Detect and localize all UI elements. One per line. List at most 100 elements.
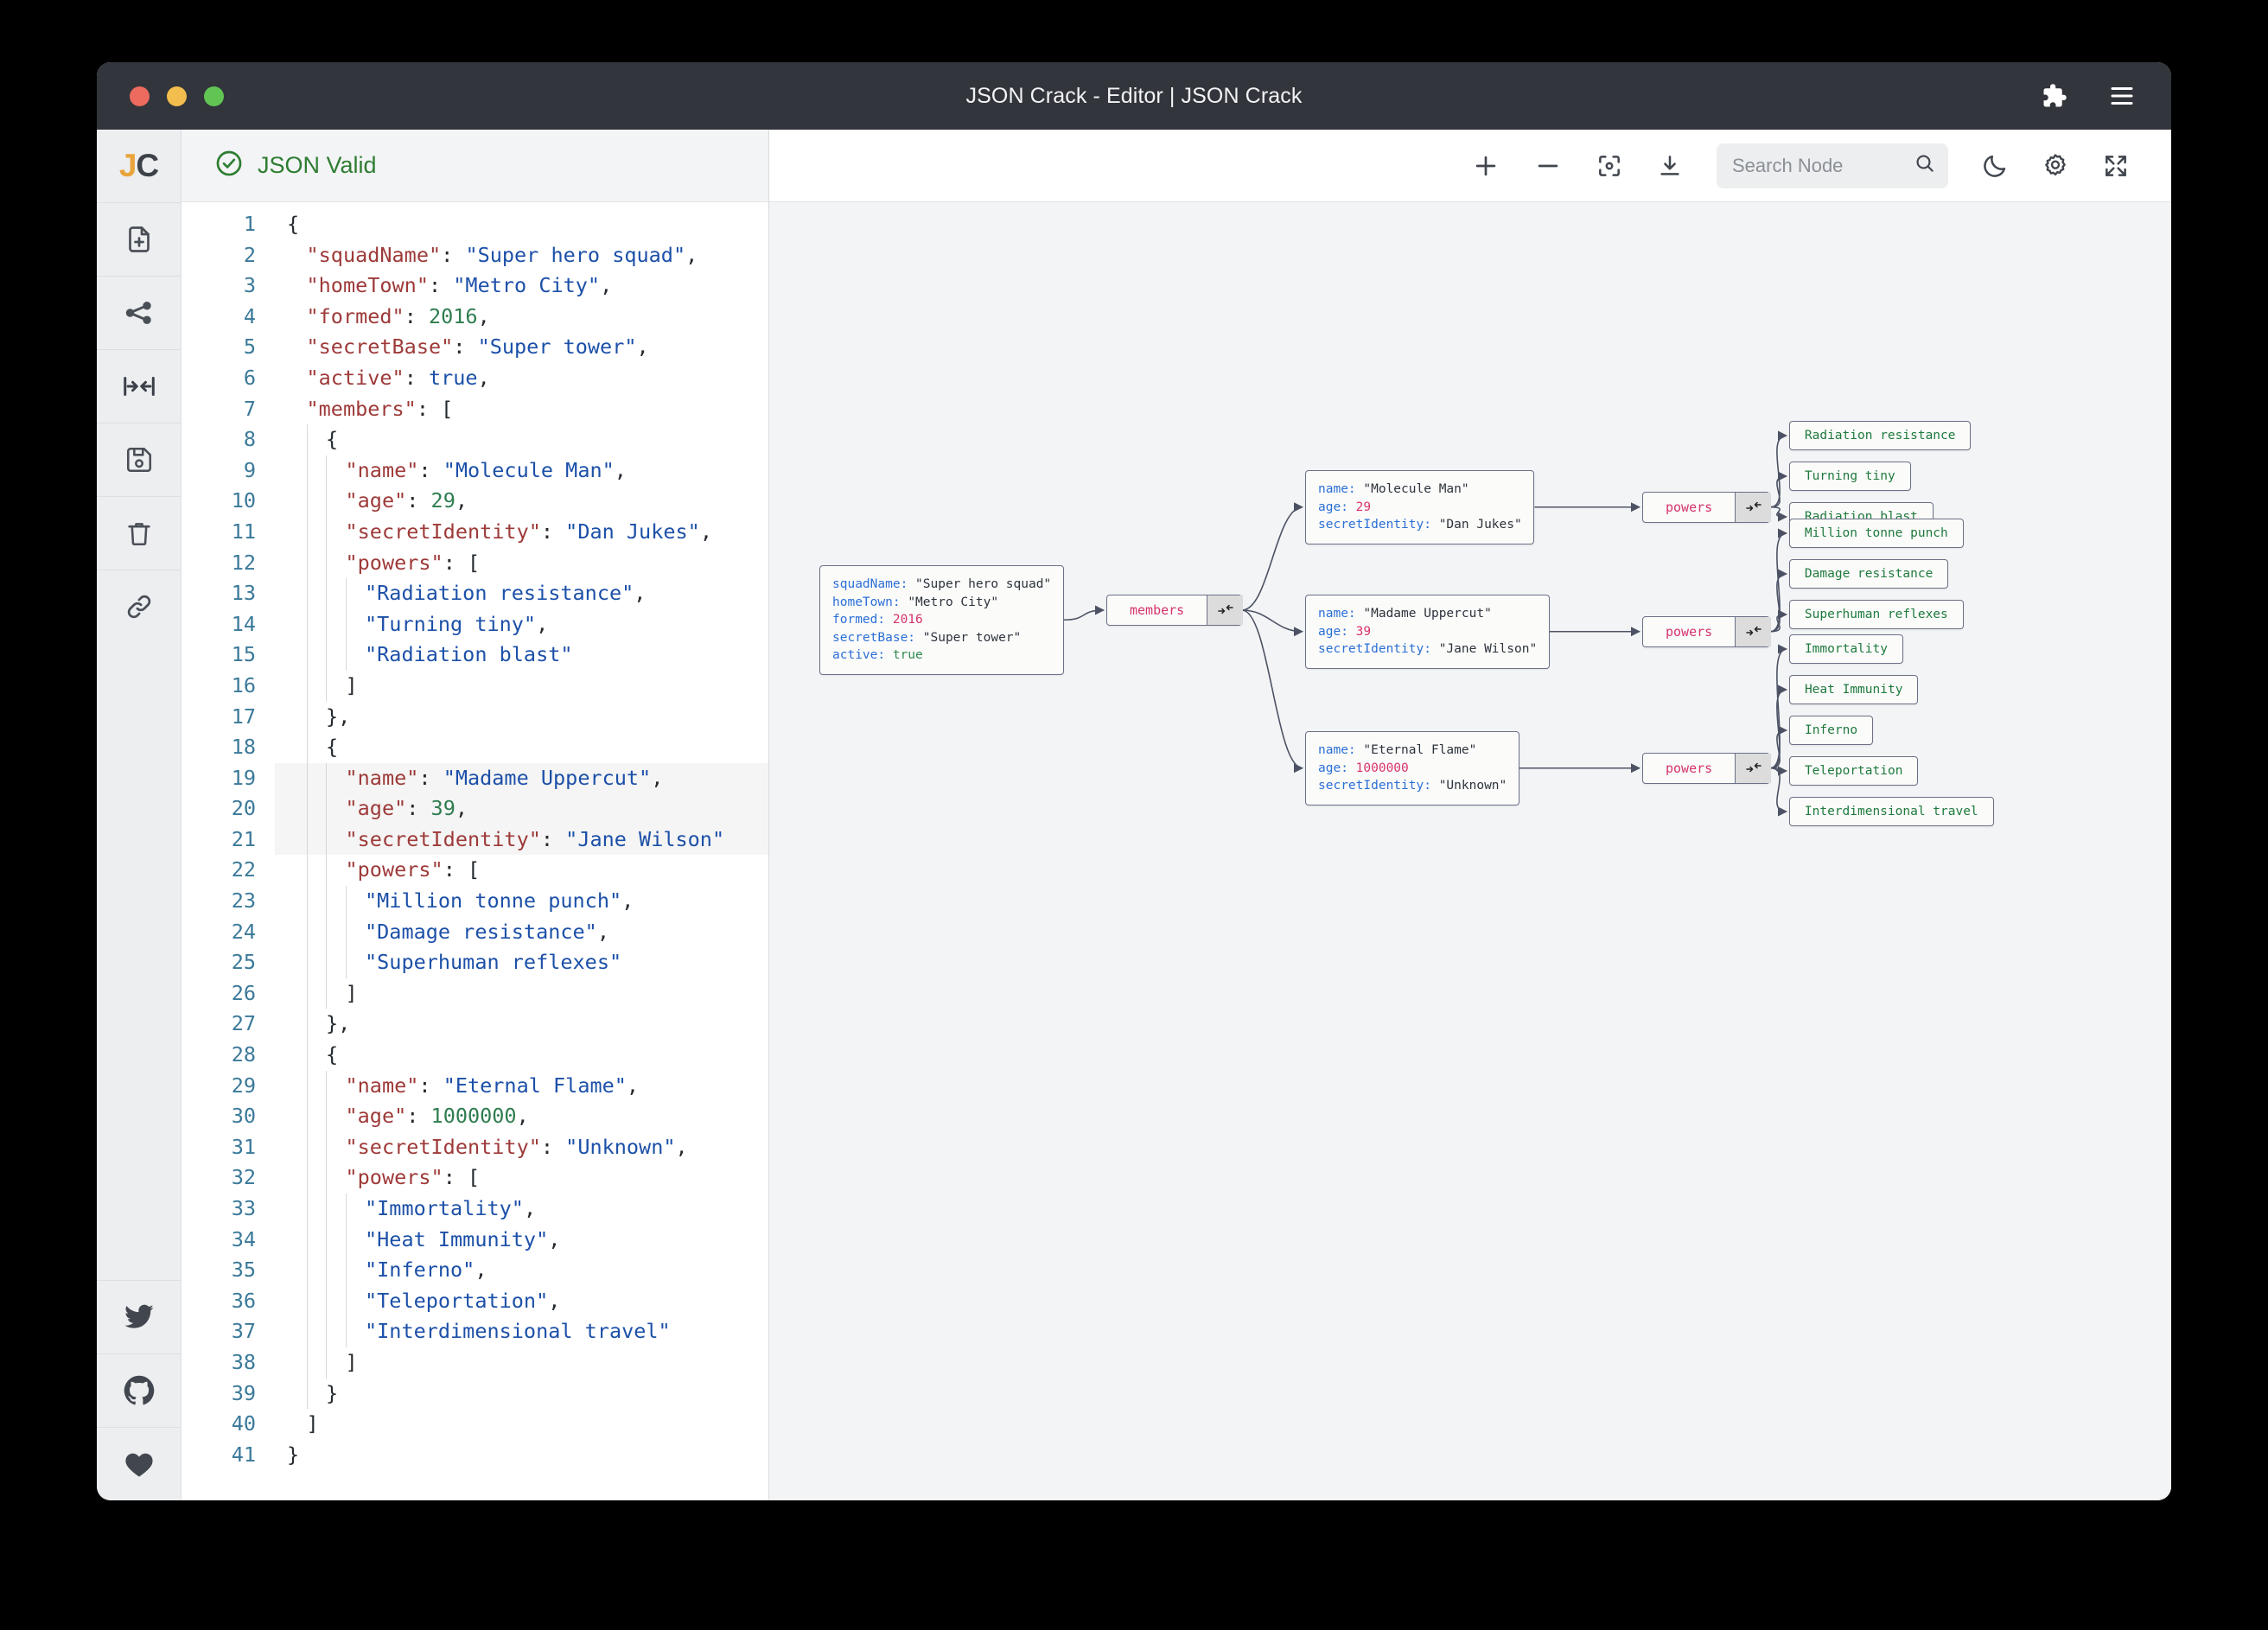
code-line[interactable]: 16] (182, 670, 768, 702)
save-icon[interactable] (97, 423, 181, 496)
code-line[interactable]: 15"Radiation blast" (182, 640, 768, 671)
graph-node-leaf[interactable]: Teleportation (1789, 756, 1919, 786)
code-line[interactable]: 37"Interdimensional travel" (182, 1316, 768, 1347)
code-line[interactable]: 23"Million tonne punch", (182, 886, 768, 917)
check-circle-icon (214, 149, 244, 182)
collapse-arrows-icon[interactable] (97, 349, 181, 423)
code-line[interactable]: 33"Immortality", (182, 1194, 768, 1225)
code-token: { (326, 1042, 339, 1067)
code-line[interactable]: 25"Superhuman reflexes" (182, 947, 768, 978)
code-line[interactable]: 12"powers": [ (182, 547, 768, 579)
new-file-icon[interactable] (97, 202, 181, 276)
graph-node-leaf[interactable]: Damage resistance (1789, 559, 1949, 589)
zoom-out-icon[interactable] (1533, 151, 1563, 181)
code-line[interactable]: 13"Radiation resistance", (182, 578, 768, 609)
graph-node-leaf[interactable]: Superhuman reflexes (1789, 600, 1964, 629)
moon-icon[interactable] (1981, 152, 2009, 180)
code-line[interactable]: 20"age": 39, (182, 793, 768, 825)
indent-guide (345, 1224, 366, 1256)
extensions-icon[interactable] (2042, 83, 2067, 109)
graph-node-powers[interactable]: powers (1642, 491, 1772, 523)
search-input[interactable] (1732, 154, 1907, 177)
search-node-box[interactable] (1717, 143, 1948, 188)
collapse-node-icon[interactable] (1735, 492, 1772, 522)
code-line[interactable]: 5"secretBase": "Super tower", (182, 332, 768, 363)
code-line[interactable]: 29"name": "Eternal Flame", (182, 1070, 768, 1102)
code-line[interactable]: 22"powers": [ (182, 855, 768, 887)
code-line[interactable]: 35"Inferno", (182, 1255, 768, 1286)
code-editor[interactable]: 1{2"squadName": "Super hero squad",3"hom… (182, 202, 768, 1500)
code-line[interactable]: 28{ (182, 1040, 768, 1071)
code-line[interactable]: 27}, (182, 1009, 768, 1041)
code-line[interactable]: 19"name": "Madame Uppercut", (182, 762, 768, 794)
code-line[interactable]: 41} (182, 1440, 768, 1471)
graph-node-leaf[interactable]: Interdimensional travel (1789, 797, 1994, 826)
code-line[interactable]: 8{ (182, 424, 768, 455)
twitter-icon[interactable] (97, 1280, 181, 1353)
center-view-icon[interactable] (1596, 152, 1623, 180)
code-line[interactable]: 32"powers": [ (182, 1162, 768, 1194)
code-line[interactable]: 39} (182, 1378, 768, 1410)
code-line[interactable]: 3"homeTown": "Metro City", (182, 271, 768, 302)
code-line[interactable]: 6"active": true, (182, 363, 768, 394)
close-button[interactable] (130, 86, 150, 106)
github-icon[interactable] (97, 1353, 181, 1427)
indent-guide (306, 578, 327, 609)
code-line[interactable]: 10"age": 29, (182, 486, 768, 517)
fullscreen-icon[interactable] (2102, 152, 2130, 180)
graph-edge (1769, 528, 1788, 633)
code-line[interactable]: 36"Teleportation", (182, 1285, 768, 1317)
code-line[interactable]: 17}, (182, 701, 768, 733)
code-line[interactable]: 2"squadName": "Super hero squad", (182, 240, 768, 271)
share-nodes-icon[interactable] (97, 276, 181, 349)
code-line[interactable]: 24"Damage resistance", (182, 916, 768, 948)
code-line[interactable]: 26] (182, 977, 768, 1009)
graph-node-leaf[interactable]: Turning tiny (1789, 462, 1911, 491)
code-line[interactable]: 38] (182, 1347, 768, 1378)
menu-icon[interactable] (2109, 85, 2135, 107)
minimize-button[interactable] (167, 86, 187, 106)
collapse-node-icon[interactable] (1207, 595, 1244, 625)
graph-node-powers[interactable]: powers (1642, 752, 1772, 784)
code-line[interactable]: 34"Heat Immunity", (182, 1224, 768, 1256)
indent-guide (345, 886, 366, 917)
code-line[interactable]: 7"members": [ (182, 394, 768, 425)
code-lines[interactable]: 1{2"squadName": "Super hero squad",3"hom… (182, 202, 768, 1470)
code-line[interactable]: 40] (182, 1409, 768, 1440)
search-icon[interactable] (1914, 152, 1936, 179)
link-icon[interactable] (97, 570, 181, 643)
code-line[interactable]: 21"secretIdentity": "Jane Wilson" (182, 824, 768, 856)
line-number: 32 (231, 1165, 256, 1190)
graph-node-leaf[interactable]: Radiation resistance (1789, 421, 1972, 450)
download-icon[interactable] (1656, 152, 1684, 180)
code-line[interactable]: 18{ (182, 732, 768, 763)
collapse-node-icon[interactable] (1735, 753, 1772, 783)
code-line[interactable]: 9"name": "Molecule Man", (182, 455, 768, 487)
zoom-button[interactable] (204, 86, 224, 106)
zoom-in-icon[interactable] (1471, 151, 1500, 181)
code-line[interactable]: 14"Turning tiny", (182, 608, 768, 640)
code-line[interactable]: 1{ (182, 209, 768, 240)
gear-icon[interactable] (2042, 152, 2069, 180)
graph-node-leaf[interactable]: Heat Immunity (1789, 675, 1919, 704)
graph-node-leaf[interactable]: Inferno (1789, 716, 1874, 745)
graph-node-leaf[interactable]: Million tonne punch (1789, 519, 1964, 548)
heart-icon[interactable] (97, 1427, 181, 1500)
graph-node-leaf[interactable]: Immortality (1789, 634, 1903, 664)
collapse-node-icon[interactable] (1735, 616, 1772, 646)
code-line[interactable]: 4"formed": 2016, (182, 302, 768, 333)
graph-node-root[interactable]: squadName: "Super hero squad"homeTown: "… (819, 565, 1064, 675)
graph-node-powers[interactable]: powers (1642, 615, 1772, 647)
code-token: : (540, 826, 566, 851)
graph-node-members[interactable]: members (1106, 595, 1244, 626)
code-line[interactable]: 30"age": 1000000, (182, 1101, 768, 1132)
delete-icon[interactable] (97, 496, 181, 570)
code-line[interactable]: 31"secretIdentity": "Unknown", (182, 1131, 768, 1163)
graph-canvas[interactable]: squadName: "Super hero squad"homeTown: "… (769, 202, 2171, 1500)
code-line[interactable]: 11"secretIdentity": "Dan Jukes", (182, 516, 768, 548)
line-number: 30 (231, 1104, 256, 1129)
